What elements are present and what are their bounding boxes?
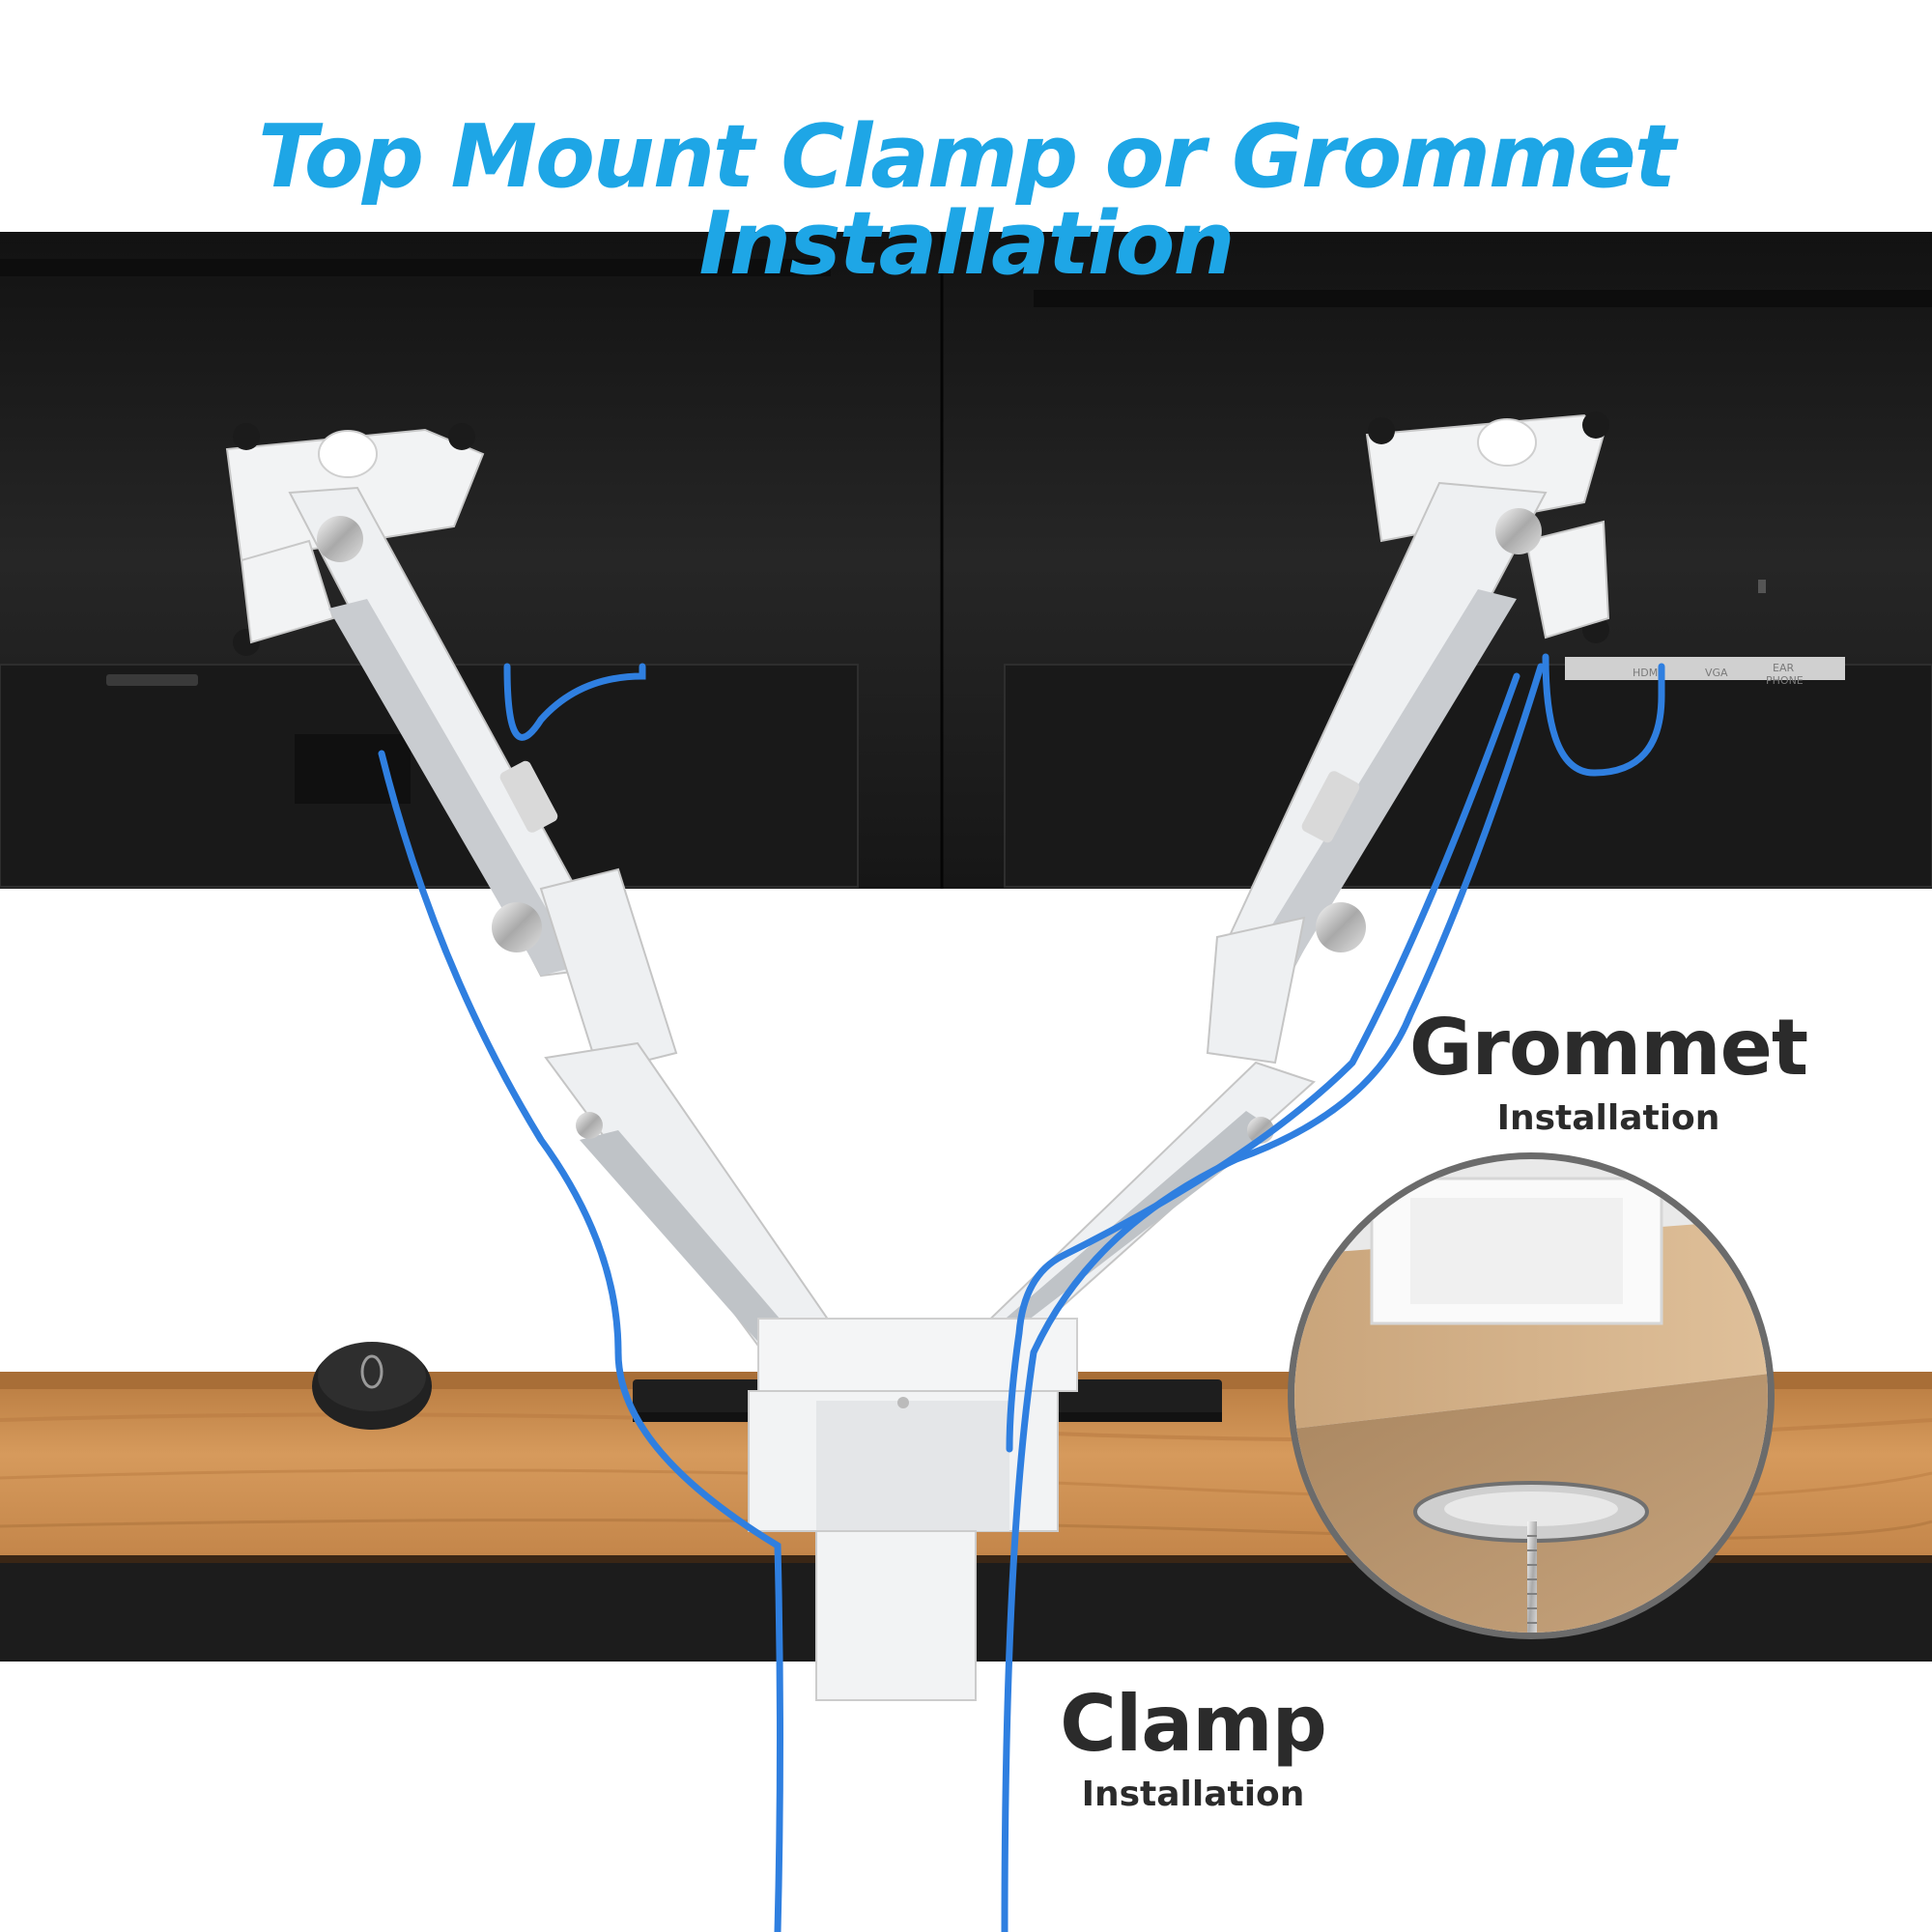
clamp-sublabel: Installation — [1081, 1775, 1305, 1814]
port-label-hdmi: HDMI — [1633, 667, 1661, 679]
cables — [378, 653, 1665, 1932]
left-monitor-arm — [225, 423, 833, 1354]
grommet-sublabel: Installation — [1496, 1098, 1720, 1138]
port-label-vga: VGA — [1705, 667, 1728, 679]
mouse — [312, 1342, 432, 1430]
grommet-label: Grommet — [1408, 1003, 1808, 1093]
right-monitor-arm — [973, 412, 1610, 1335]
clamp-label: Clamp — [1060, 1679, 1327, 1769]
grommet-inset — [1288, 1152, 1775, 1639]
headline: Top Mount Clamp or Grommet Installation — [258, 106, 1676, 295]
port-label-ear: EAR — [1773, 662, 1794, 674]
port-label-phone: PHONE — [1766, 674, 1804, 687]
desk-clamp — [748, 1318, 1078, 1701]
